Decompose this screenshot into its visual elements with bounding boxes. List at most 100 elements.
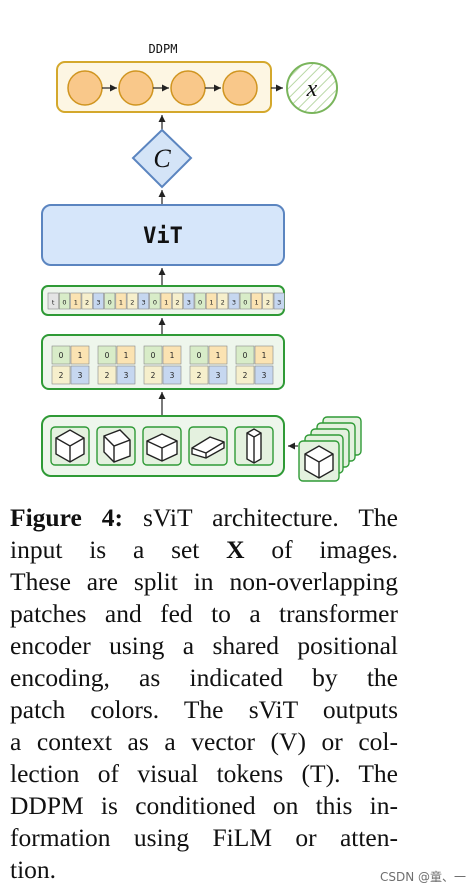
token-label: 1	[164, 299, 168, 307]
pillar-icon	[246, 428, 262, 464]
token-label: 3	[277, 299, 281, 307]
figure-caption: Figure 4: sViT architecture. The input i…	[10, 502, 398, 886]
token-label: 0	[62, 299, 66, 307]
patch-label: 1	[170, 351, 175, 360]
patch-cell	[97, 345, 117, 365]
token-label: 0	[198, 299, 202, 307]
token-cell	[126, 292, 138, 310]
patch-cell	[143, 365, 163, 385]
cube-icon	[55, 429, 85, 463]
patch-label: 0	[59, 351, 64, 360]
token-cell	[262, 292, 274, 310]
patch-label: 1	[78, 351, 83, 360]
token-cell	[239, 292, 251, 310]
caption-line-3: These are split in non-overlapping	[10, 567, 398, 596]
patch-label: 2	[151, 371, 156, 380]
token-cell	[172, 292, 184, 310]
patch-cell	[70, 345, 90, 365]
caption-line-6: encoding, as indicated by the	[10, 663, 398, 692]
patch-label: 3	[262, 371, 267, 380]
patch-label: 2	[105, 371, 110, 380]
context-label: C	[153, 144, 171, 173]
token-label: 3	[96, 299, 100, 307]
patch-cell	[143, 345, 163, 365]
patch-cell	[116, 365, 136, 385]
token-label: 3	[232, 299, 236, 307]
caption-line-7: patch colors. The sViT outputs	[10, 695, 398, 724]
patch-cell	[162, 345, 182, 365]
ddpm-title: DDPM	[149, 42, 178, 56]
token-cell	[115, 292, 127, 310]
patch-cell	[235, 345, 255, 365]
token-cell	[273, 292, 285, 310]
token-cell	[70, 292, 82, 310]
ddpm-node	[67, 70, 103, 106]
token-cell	[47, 292, 59, 310]
cube-icon	[103, 429, 131, 463]
cube-icon	[146, 433, 178, 462]
token-cell	[58, 292, 70, 310]
output-x-label: x	[306, 76, 318, 102]
token-label: 2	[85, 299, 89, 307]
ddpm-node	[170, 70, 206, 106]
token-label: 1	[255, 299, 259, 307]
token-label: t	[52, 299, 55, 307]
patch-cell	[116, 345, 136, 365]
token-cell	[81, 292, 93, 310]
patch-label: 0	[151, 351, 156, 360]
patch-grid: 0 1 2 3	[143, 345, 182, 385]
output-x-node	[286, 62, 338, 114]
patch-cell	[162, 365, 182, 385]
image-stack	[298, 416, 362, 482]
ddpm-node	[222, 70, 258, 106]
token-label: 0	[108, 299, 112, 307]
token-label: 2	[175, 299, 179, 307]
ddpm-node	[118, 70, 154, 106]
patch-label: 2	[243, 371, 248, 380]
patch-cell	[70, 365, 90, 385]
patch-cell	[208, 365, 228, 385]
token-label: 2	[266, 299, 270, 307]
token-label: 1	[209, 299, 213, 307]
token-label: 3	[142, 299, 146, 307]
caption-line-10: DDPM is conditioned on this in-	[10, 791, 398, 820]
caption-line-4: patches and fed to a transformer	[10, 599, 398, 628]
patch-label: 1	[262, 351, 267, 360]
patch-cell	[51, 365, 71, 385]
caption-line-2: input is a set X of images.	[10, 535, 398, 564]
patch-cell	[254, 345, 274, 365]
patch-label: 1	[124, 351, 129, 360]
patch-cell	[235, 365, 255, 385]
patch-cell	[254, 365, 274, 385]
patch-cell	[189, 345, 209, 365]
token-cell	[205, 292, 217, 310]
token-cell	[104, 292, 116, 310]
cube-icon	[304, 445, 334, 479]
patch-label: 0	[243, 351, 248, 360]
token-cell	[251, 292, 263, 310]
token-label: 1	[74, 299, 78, 307]
token-label: 3	[187, 299, 191, 307]
patch-grid: 0 1 2 3	[97, 345, 136, 385]
ddpm-chain	[67, 70, 258, 106]
flat-box-icon	[191, 436, 225, 459]
patch-label: 3	[216, 371, 221, 380]
vit-label: ViT	[143, 224, 183, 249]
watermark: CSDN @童、一	[379, 870, 466, 884]
patch-label: 3	[170, 371, 175, 380]
patch-cell	[97, 365, 117, 385]
patch-cell	[189, 365, 209, 385]
caption-line-5: encoder using a shared positional	[10, 631, 398, 660]
token-label: 2	[130, 299, 134, 307]
token-cell	[194, 292, 206, 310]
token-cell	[183, 292, 195, 310]
token-cell	[149, 292, 161, 310]
patch-label: 3	[124, 371, 129, 380]
token-cell	[228, 292, 240, 310]
patch-label: 0	[105, 351, 110, 360]
caption-line-11: formation using FiLM or atten-	[10, 823, 398, 852]
token-cell	[160, 292, 172, 310]
